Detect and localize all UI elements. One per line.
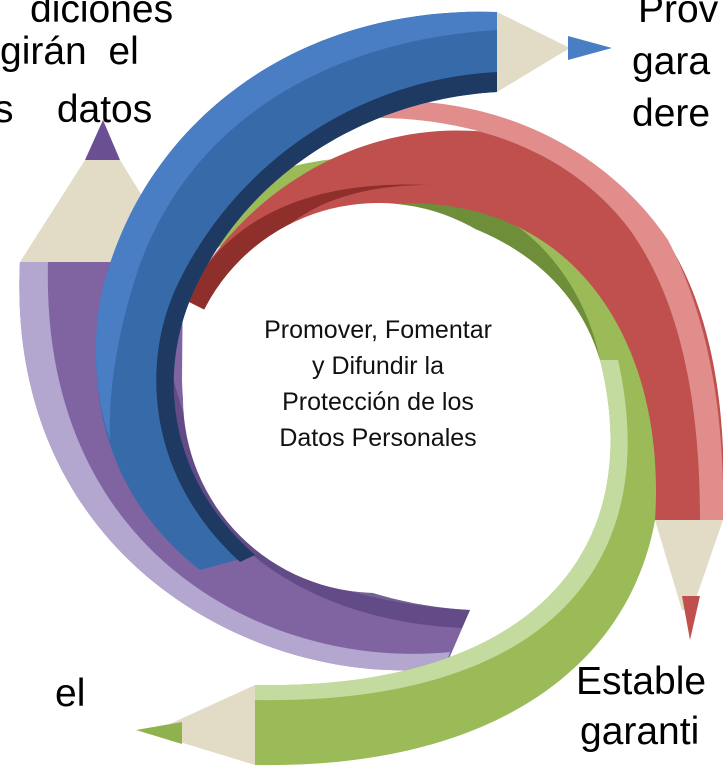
green-pencil-dark-stripe xyxy=(200,193,600,360)
red-pencil-body xyxy=(185,130,723,520)
bottom-right-fragment-1: Estable xyxy=(576,660,707,703)
green-pencil-wood xyxy=(150,685,255,765)
center-circle xyxy=(183,203,573,593)
blue-pencil-tip xyxy=(568,36,612,60)
top-left-fragment-3: s datos xyxy=(0,88,153,131)
center-line-4: Datos Personales xyxy=(279,424,477,452)
bottom-right-fragment-2: garanti xyxy=(580,710,700,753)
center-line-1: Promover, Fomentar xyxy=(264,316,492,344)
green-pencil xyxy=(136,157,660,766)
top-right-fragment-1: Prov xyxy=(638,0,719,31)
top-right-fragment-3: dere xyxy=(632,92,711,135)
top-right-fragment-2: gara xyxy=(632,40,711,83)
red-pencil-tip xyxy=(682,596,700,640)
blue-pencil-dark-stripe xyxy=(156,72,497,562)
center-caption: Promover, Fomentar y Difundir la Protecc… xyxy=(206,312,550,456)
purple-pencil-tip xyxy=(85,120,120,160)
red-pencil-light-stripe xyxy=(360,100,723,520)
top-left-fragment-2: girán el xyxy=(0,30,139,73)
bottom-left-fragment-1: el xyxy=(55,672,86,715)
green-pencil-tip xyxy=(136,722,182,744)
center-line-2: y Difundir la xyxy=(312,352,444,380)
center-line-3: Protección de los xyxy=(282,388,474,416)
top-left-fragment-1: diciones xyxy=(30,0,174,31)
blue-pencil xyxy=(95,11,612,571)
red-pencil-wood xyxy=(655,520,723,610)
green-pencil-light-stripe xyxy=(255,360,628,701)
blue-pencil-wood xyxy=(497,12,570,92)
